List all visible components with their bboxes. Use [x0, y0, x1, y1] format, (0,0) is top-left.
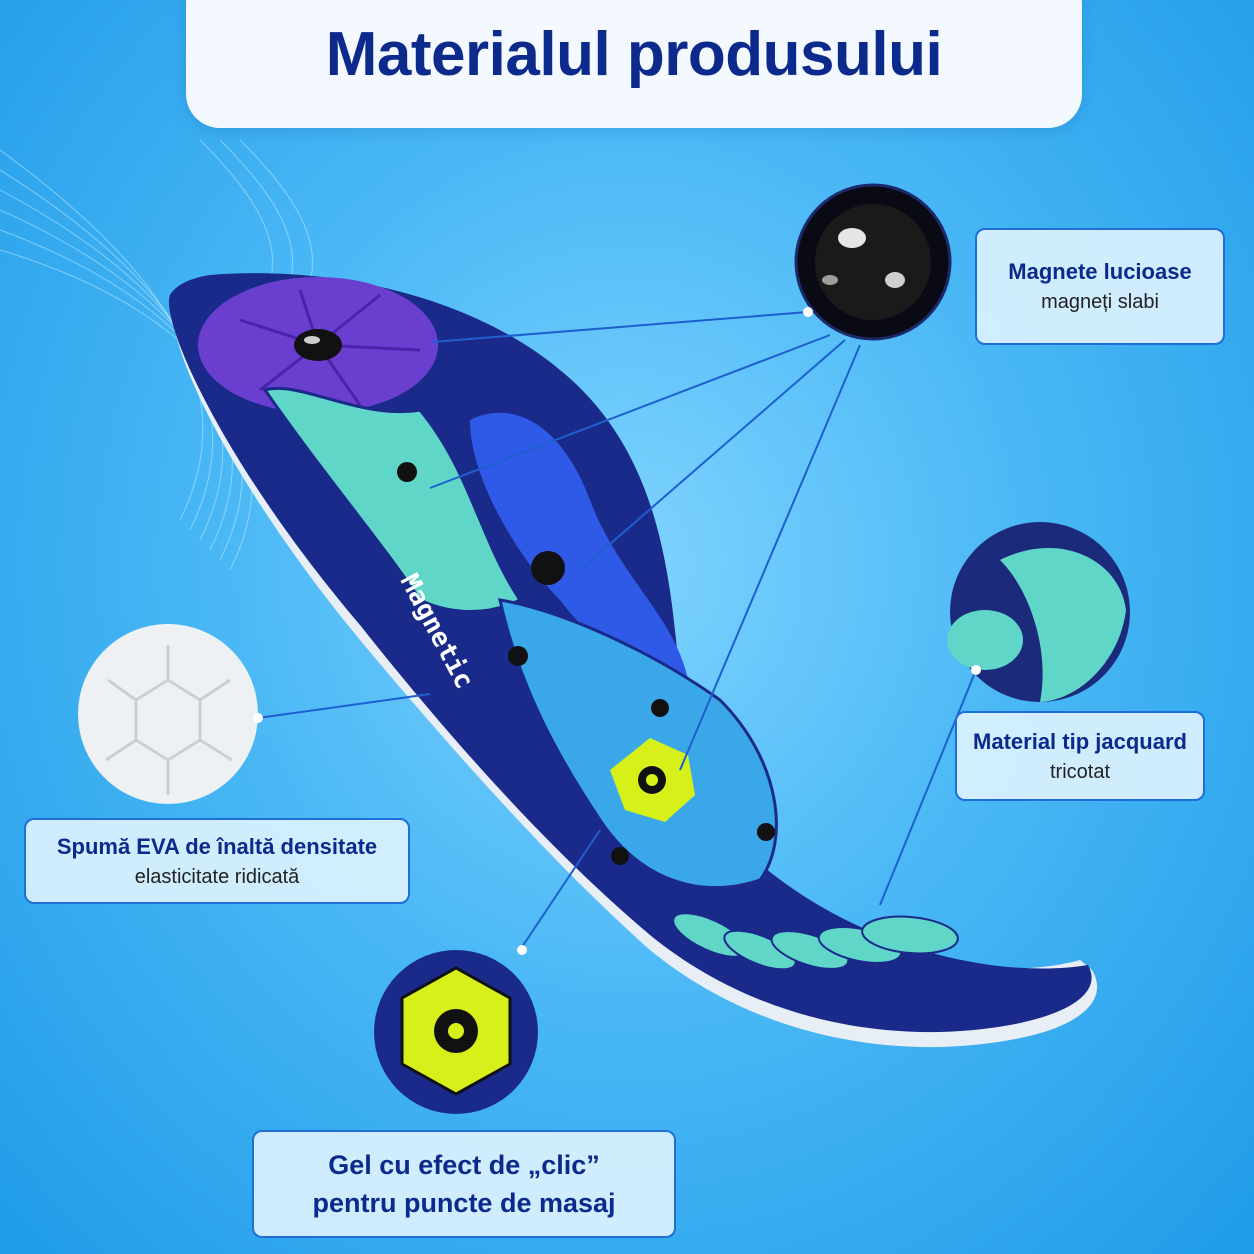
eva-foam-closeup: [78, 624, 263, 804]
callout-magnets: Magnete lucioase magneți slabi: [975, 228, 1225, 345]
toe-pads: [672, 912, 959, 971]
arch-teal-gel: [262, 386, 523, 613]
gel-badge-closeup: [374, 945, 538, 1114]
callout-jacquard-title: Material tip jacquard: [973, 728, 1187, 754]
connector-lines: [257, 311, 977, 951]
callout-jacquard-subtitle: tricotat: [1049, 760, 1111, 783]
insole-magnets: [397, 462, 775, 865]
insole-badge: [610, 738, 695, 822]
callout-eva-subtitle: elasticitate ridicată: [134, 865, 300, 888]
callout-gel-title: Gel cu efect de „clic”: [328, 1150, 600, 1180]
callout-eva-title: Spumă EVA de înaltă densitate: [56, 833, 378, 859]
magnet-closeup: [794, 183, 952, 341]
callout-magnets-subtitle: magneți slabi: [1041, 291, 1159, 313]
title-banner: Materialul produsului: [186, 0, 1082, 128]
callout-gel-subtitle: pentru puncte de masaj: [312, 1188, 616, 1218]
forefoot-blue-gel: [498, 598, 778, 889]
jacquard-closeup: [947, 522, 1130, 702]
arch-blue-support: [470, 412, 690, 690]
callout-gel: Gel cu efect de „clic” pentru puncte de …: [252, 1130, 676, 1238]
page-title: Materialul produsului: [325, 20, 943, 89]
callout-jacquard: Material tip jacquard tricotat: [955, 711, 1205, 801]
heel-purple-pad: [198, 277, 438, 413]
callout-eva: Spumă EVA de înaltă densitate elasticita…: [24, 818, 410, 904]
callout-magnets-title: Magnete lucioase: [1008, 259, 1192, 284]
